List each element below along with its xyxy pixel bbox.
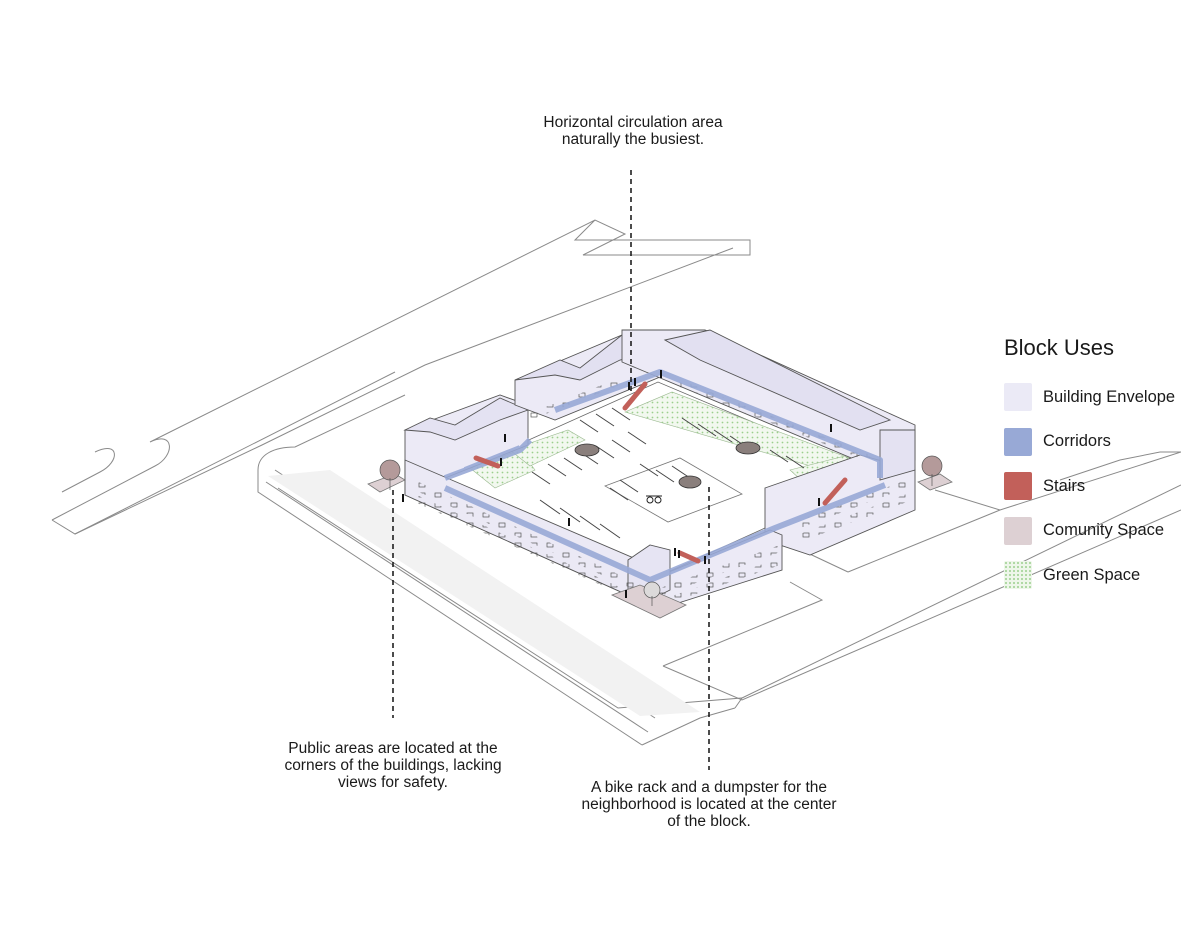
legend-swatch-stairs [1004, 472, 1032, 500]
legend-item-stairs: Stairs [1004, 471, 1181, 501]
legend-item-corridors: Corridors [1004, 427, 1181, 457]
bike-rack [646, 495, 662, 504]
annotation-line: views for safety. [338, 774, 448, 791]
legend-label: Corridors [1043, 432, 1111, 450]
building-envelope [403, 329, 916, 613]
trees [379, 455, 943, 606]
annotation-line: naturally the busiest. [561, 131, 705, 148]
annotation-line: corners of the buildings, lacking [284, 757, 502, 774]
annotation-line: of the block. [667, 813, 751, 830]
people [402, 370, 832, 598]
annotation-bike-rack: A bike rack and a dumpster for the neigh… [568, 779, 850, 830]
legend-label: Building Envelope [1043, 387, 1176, 406]
legend-label: Stairs [1043, 476, 1086, 495]
legend: Block Uses Building Envelope Corridors S… [1004, 334, 1181, 605]
sidewalk [268, 470, 700, 716]
annotation-line: A bike rack and a dumpster for the [590, 779, 828, 796]
leader-lines [392, 170, 710, 770]
annotation-line: Horizontal circulation area [543, 114, 723, 131]
legend-label: Comunity Space [1043, 521, 1165, 539]
legend-label: Green Space [1043, 565, 1141, 584]
annotation-public-areas: Public areas are located at the corners … [262, 740, 524, 791]
legend-swatch-building-envelope [1004, 383, 1032, 411]
annotation-line: neighborhood is located at the center [581, 796, 837, 813]
stairs [473, 381, 848, 564]
legend-item-building-envelope: Building Envelope [1004, 382, 1181, 412]
legend-item-green-space: Green Space [1004, 560, 1181, 590]
annotation-line: Public areas are located at the [288, 740, 498, 757]
corridors [443, 369, 887, 583]
parked-cars [574, 441, 761, 489]
legend-swatch-green-space [1004, 561, 1032, 589]
legend-title: Block Uses [1004, 335, 1115, 360]
annotation-circulation: Horizontal circulation area naturally th… [513, 114, 753, 148]
legend-swatch-corridors [1004, 427, 1032, 456]
legend-swatch-community-space [1004, 516, 1032, 545]
street-outlines [51, 219, 1181, 746]
legend-item-community-space: Comunity Space [1004, 516, 1181, 546]
